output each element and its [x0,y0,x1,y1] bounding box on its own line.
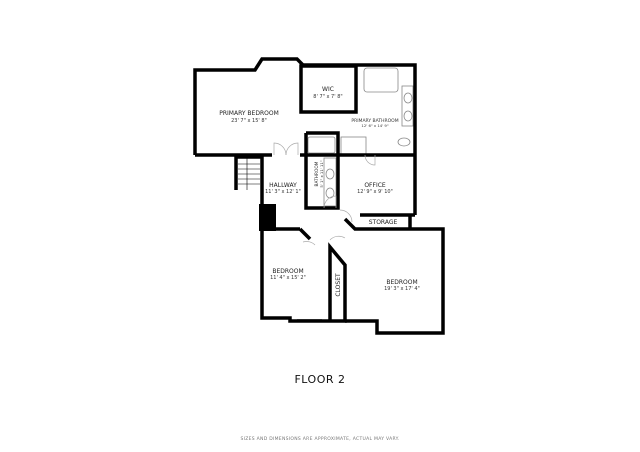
floor-label: FLOOR 2 [294,373,346,386]
chimney-block [259,204,276,231]
room-label-wic: WIC [322,86,334,93]
stairs [238,157,260,190]
room-dims-office: 12' 9" x 9' 10" [357,189,393,195]
walls [193,57,445,335]
room-label-primary-bedroom: PRIMARY BEDROOM [219,110,279,117]
room-label-closet: CLOSET [335,273,342,297]
room-label-hallway: HALLWAY [269,182,297,189]
room-dims-wic: 8' 7" x 7' 8" [313,94,342,100]
room-label-storage: STORAGE [369,219,398,226]
room-label-bedroom-2: BEDROOM [386,279,417,286]
room-dims-bedroom-2: 19' 3" x 17' 4" [384,286,420,292]
room-label-office: OFFICE [364,182,386,189]
disclaimer: SIZES AND DIMENSIONS ARE APPROXIMATE, AC… [240,437,400,442]
room-dims-hallway: 11' 3" x 12' 1" [265,189,301,195]
room-dims-primary-bedroom: 23' 7" x 15' 8" [231,118,267,124]
doors [273,142,376,246]
room-dims-bedroom-1: 11' 4" x 15' 2" [270,275,306,281]
room-label-bathroom: BATHROOM [314,161,320,186]
room-label-bedroom-1: BEDROOM [272,268,303,275]
room-dims-bathroom: 5' 1" x 11' 11" [319,160,324,187]
room-dims-primary-bathroom: 12' 6" x 14' 9" [361,123,388,128]
room-label-primary-bathroom: PRIMARY BATHROOM [351,118,398,124]
fixtures [238,67,414,207]
